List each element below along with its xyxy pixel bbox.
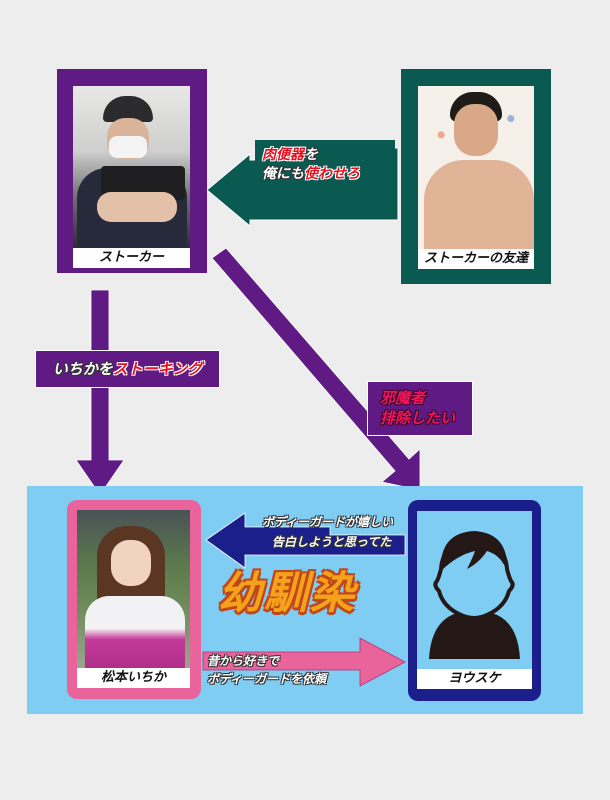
hand-shape	[97, 192, 177, 222]
label-yousuke-to-ichika-line1: ボディーガードが嬉しい	[262, 515, 394, 529]
yousuke-card: ヨウスケ	[408, 500, 541, 701]
friend-photo	[418, 86, 534, 249]
label-ichika-to-yousuke-line2: ボディーガードを依頼	[207, 672, 327, 686]
yousuke-name-label: ヨウスケ	[417, 669, 532, 689]
ichika-name-label: 松本いちか	[77, 668, 190, 688]
panel-title: 幼馴染	[218, 568, 356, 619]
label-yousuke-to-ichika-line2: 告白しようと思ってた	[272, 535, 392, 549]
jacket-shape	[85, 596, 185, 668]
arrow-ichika-to-yousuke	[202, 637, 406, 687]
arrow-yousuke-to-ichika	[205, 512, 406, 569]
label-friend-to-stalker-text: 肉便器を 俺にも使わせろ	[262, 147, 360, 182]
arrow-stalker-to-ichika	[75, 289, 125, 496]
label-stalker-to-yousuke: 邪魔者 排除したい	[367, 381, 473, 436]
yousuke-photo	[417, 511, 532, 669]
friend-name-label: ストーカーの友達	[418, 249, 534, 269]
cap-shape	[103, 96, 153, 122]
face-shape	[111, 540, 151, 586]
face-shape	[454, 104, 498, 156]
friend-card: ストーカーの友達	[401, 69, 551, 284]
stalker-name-label: ストーカー	[73, 248, 190, 268]
silhouette-avatar-icon	[429, 531, 520, 659]
stalker-card: ストーカー	[57, 69, 207, 273]
torso-shape	[424, 160, 534, 249]
stalker-photo	[73, 86, 190, 248]
ichika-photo	[77, 510, 190, 668]
mask-shape	[109, 136, 147, 158]
label-stalker-to-ichika: いちかをストーキング	[35, 350, 220, 388]
label-ichika-to-yousuke-line1: 昔から好きで	[207, 654, 280, 668]
label-friend-to-stalker	[255, 140, 395, 190]
ichika-card: 松本いちか	[67, 500, 201, 699]
